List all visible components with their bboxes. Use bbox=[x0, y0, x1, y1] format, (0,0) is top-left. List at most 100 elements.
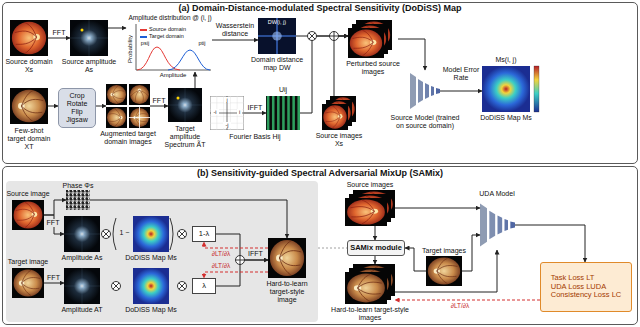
connector bbox=[48, 38, 70, 39]
weight-box: λ bbox=[192, 278, 216, 294]
connector bbox=[108, 28, 126, 29]
caption: Hard-to-learn target-style images bbox=[330, 306, 410, 322]
connector bbox=[244, 113, 266, 114]
caption: Source domain Xs bbox=[5, 58, 53, 74]
box-label: Task Loss LT bbox=[551, 274, 621, 283]
operator-label: 1 − bbox=[117, 229, 132, 237]
operation-label: IFFT bbox=[245, 250, 266, 258]
image-tile: Amplitude AT bbox=[64, 268, 100, 304]
add-cross bbox=[236, 32, 339, 265]
fundus-image bbox=[106, 84, 127, 105]
axis-label: -j bbox=[223, 122, 231, 128]
fundus-image bbox=[12, 268, 44, 298]
heat-map: Ms(i, j)DoDiSS Map Ms bbox=[482, 66, 530, 112]
image-stack: Perturbed source images bbox=[348, 20, 398, 58]
rotated-image bbox=[129, 84, 150, 105]
panel: (a) Domain-Distance-modulated Spectral S… bbox=[2, 2, 638, 164]
axis-label: Probability bbox=[127, 29, 135, 69]
image-tile: Target amplitude Spectrum ÃT bbox=[168, 88, 202, 122]
axis-label: Amplitude bbox=[155, 72, 191, 79]
image-tile: Target images bbox=[426, 256, 462, 286]
fundus-image bbox=[322, 104, 348, 130]
probe-point bbox=[177, 97, 180, 100]
fundus-image bbox=[129, 107, 150, 128]
box-label: Crop Rotate Flip Jigsaw bbox=[61, 92, 93, 124]
caption: Source Model (trained on source domain) bbox=[389, 114, 461, 130]
basis-grid-image bbox=[210, 96, 244, 130]
network: Source Model (trained on source domain) bbox=[410, 70, 440, 112]
spectrum-image bbox=[70, 20, 108, 56]
jigsaw-cut bbox=[129, 107, 150, 128]
fundus-image bbox=[345, 272, 387, 304]
curve-label: psij bbox=[139, 40, 151, 46]
connector bbox=[334, 36, 348, 96]
basis-image bbox=[266, 96, 300, 130]
edge-label: FFT bbox=[49, 29, 69, 37]
flipped-image bbox=[106, 107, 127, 128]
connector bbox=[398, 39, 425, 70]
box-label: 1-λ bbox=[199, 230, 209, 239]
samix-detail-ground bbox=[6, 181, 318, 322]
spectrum-image bbox=[64, 268, 100, 304]
caption: DoDiSS Map Ms bbox=[123, 254, 179, 262]
connector bbox=[515, 225, 585, 262]
image-tile: Hard-to-learn target-style image bbox=[268, 238, 306, 278]
connector bbox=[90, 200, 287, 238]
box-label: SAMix module bbox=[350, 244, 402, 253]
connector bbox=[96, 106, 106, 107]
connector bbox=[395, 250, 497, 292]
caption: Augmented target domain images bbox=[100, 130, 156, 146]
edge-label: ∂LT/∂λ bbox=[440, 302, 480, 309]
caption: Phase Φs bbox=[58, 182, 98, 190]
curve-label: ptij bbox=[196, 40, 208, 46]
image-stack: Hard-to-learn target-style images bbox=[345, 264, 395, 304]
fundus-image bbox=[129, 84, 150, 105]
text-stack: Task Loss LTUDA Loss LUDAConsistency Los… bbox=[551, 274, 621, 300]
text-stack: SAMix module bbox=[350, 244, 402, 253]
probe-point bbox=[81, 29, 84, 32]
connector bbox=[44, 200, 66, 215]
axis-label: i bbox=[237, 109, 242, 115]
plot-axes bbox=[136, 24, 211, 70]
legend-text: Source domain bbox=[149, 26, 186, 32]
color-bar bbox=[534, 66, 539, 112]
caption: Target images bbox=[419, 247, 469, 255]
image-tile: Source amplitude As bbox=[70, 20, 108, 56]
box-label: λ bbox=[202, 282, 206, 291]
image-tile: Uij bbox=[266, 96, 300, 130]
caption: UDA Model bbox=[467, 190, 527, 198]
parenthesis bbox=[113, 218, 173, 250]
caption: Source images bbox=[335, 181, 405, 189]
text-stack: λ bbox=[202, 282, 206, 291]
connector bbox=[195, 72, 196, 88]
box-label: UDA Loss LUDA bbox=[551, 283, 621, 292]
caption: Domain distance map DW bbox=[248, 56, 306, 72]
connector bbox=[44, 215, 64, 234]
edge-label: FFT bbox=[150, 97, 168, 105]
axis-label: j bbox=[224, 97, 230, 103]
image-tile: Few-shot target domain XT bbox=[10, 88, 48, 124]
panel-title: (b) Sensitivity-guided Spectral Adversar… bbox=[130, 168, 510, 178]
box-label: Consistency Loss LC bbox=[551, 291, 621, 300]
loss-box: Task Loss LTUDA Loss LUDAConsistency Los… bbox=[540, 262, 632, 312]
text-stack: Crop Rotate Flip Jigsaw bbox=[61, 92, 93, 124]
caption: Target amplitude Spectrum ÃT bbox=[160, 125, 210, 148]
caption: Uij bbox=[270, 86, 296, 94]
image-tile: Source domain Xs bbox=[10, 20, 48, 56]
gradient-arrow bbox=[395, 300, 540, 301]
caption: Ms(i, j) bbox=[481, 56, 531, 64]
connector bbox=[375, 256, 376, 264]
heat-map: DoDiSS Map Ms bbox=[133, 268, 169, 304]
map-label: DW(i, j) bbox=[259, 19, 295, 25]
image-tile: Phase Φs bbox=[66, 190, 90, 210]
caption: Amplitude AT bbox=[58, 306, 106, 314]
fundus-image bbox=[10, 20, 48, 56]
connector bbox=[212, 40, 258, 41]
caption: Target image bbox=[4, 258, 52, 266]
edge-label: Model Error Rate bbox=[442, 66, 480, 82]
connector bbox=[150, 106, 168, 107]
network-icon bbox=[480, 204, 515, 247]
heat-map-image bbox=[133, 216, 169, 252]
fundus-image bbox=[345, 198, 387, 226]
